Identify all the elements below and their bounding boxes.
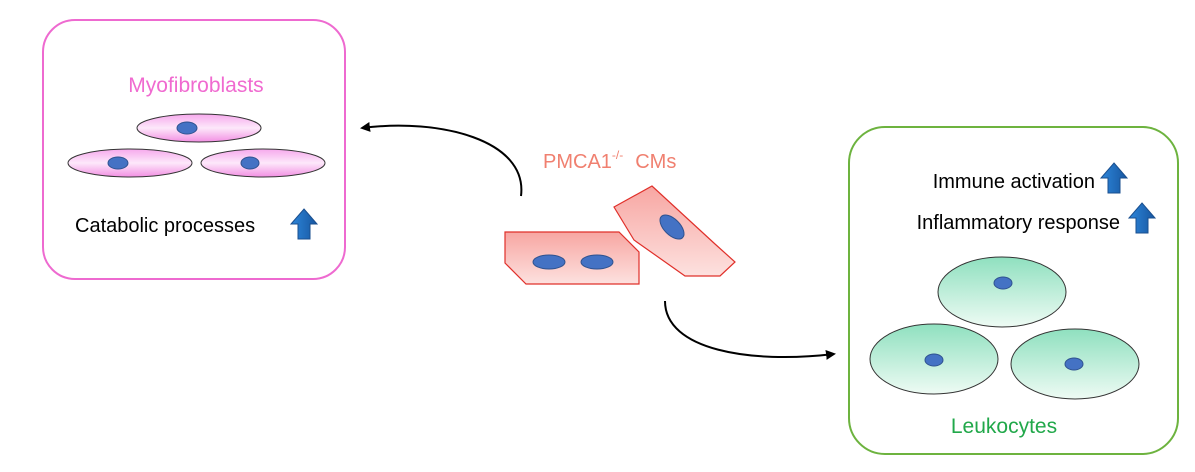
cardiomyocyte-cell (504, 231, 640, 285)
myofibroblast-cell (200, 148, 326, 178)
pmca1-label-superscript: -/- (612, 148, 623, 162)
pmca1-label-main: PMCA1 (543, 151, 612, 173)
leukocytes-panel: Immune activation Inflammatory response … (848, 126, 1179, 455)
nucleus (659, 214, 685, 240)
nucleus (1064, 357, 1084, 371)
pmca1-cms-label: PMCA1-/- CMs (543, 148, 676, 173)
leukocyte-cell (1010, 328, 1140, 400)
myofibroblasts-title: Myofibroblasts (128, 74, 263, 97)
cardiomyocyte-cell (613, 185, 736, 277)
catabolic-processes-label: Catabolic processes (75, 215, 255, 237)
leukocyte-cell (937, 256, 1067, 328)
nucleus (993, 276, 1013, 290)
nucleus (924, 353, 944, 367)
leukocytes-title: Leukocytes (951, 415, 1057, 438)
nucleus (176, 121, 198, 135)
nucleus (240, 156, 260, 170)
nucleus (532, 254, 566, 270)
cms-label: CMs (635, 151, 676, 173)
nucleus (580, 254, 614, 270)
myofibroblast-cell (136, 113, 262, 143)
myofibroblast-cell (67, 148, 193, 178)
arrow-to-myofibroblasts (360, 122, 523, 197)
myofibroblasts-panel: Myofibroblasts Catabolic processes (42, 19, 346, 280)
leukocyte-cell (869, 323, 999, 395)
cardiomyocytes-group: PMCA1-/- CMs (504, 148, 736, 285)
myofibroblasts-box (42, 19, 346, 280)
inflammatory-response-label: Inflammatory response (917, 212, 1120, 234)
immune-activation-label: Immune activation (933, 171, 1095, 193)
arrow-to-leukocytes (664, 300, 836, 360)
nucleus (107, 156, 129, 170)
